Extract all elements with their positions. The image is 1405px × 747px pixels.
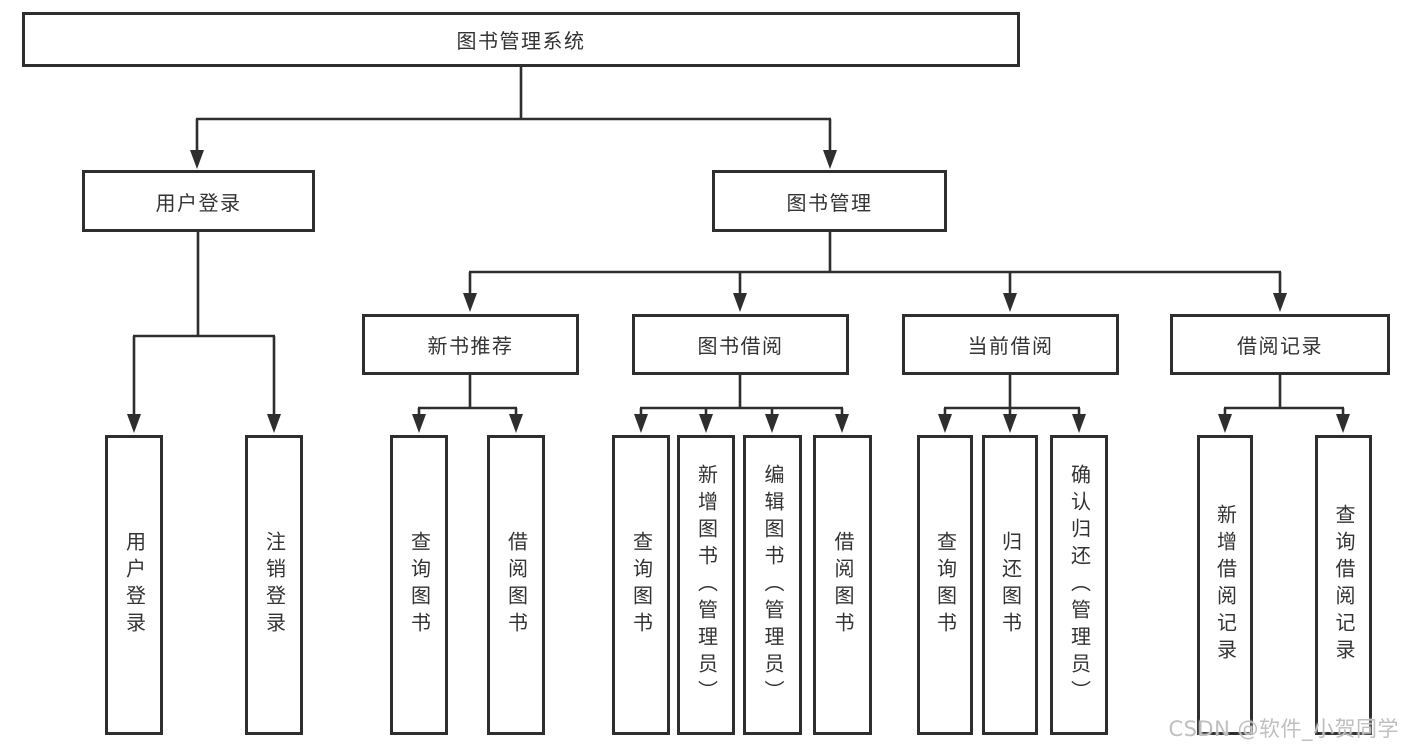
leaf-borrow-books-recommend: 借阅图书: [487, 435, 545, 735]
leaf-label: 新增借阅记录: [1213, 504, 1238, 666]
node-book-management: 图书管理: [712, 170, 947, 232]
leaf-label: 确认归还（管理员）: [1067, 463, 1092, 707]
node-user-login: 用户登录: [82, 170, 315, 232]
node-book-borrowing: 图书借阅: [632, 314, 849, 375]
node-borrowing-records: 借阅记录: [1170, 314, 1390, 375]
leaf-logout: 注销登录: [245, 435, 303, 735]
leaf-query-borrow-record: 查询借阅记录: [1315, 435, 1372, 735]
leaf-return-books: 归还图书: [982, 435, 1038, 735]
node-current-borrowing: 当前借阅: [902, 314, 1119, 375]
leaf-borrow-books: 借阅图书: [813, 435, 872, 735]
leaf-edit-books-admin: 编辑图书（管理员）: [743, 435, 802, 735]
leaf-label: 用户登录: [122, 531, 147, 639]
leaf-label: 查询借阅记录: [1332, 504, 1356, 666]
csdn-watermark: CSDN @软件_小贺同学: [1168, 717, 1399, 741]
leaf-add-borrow-record: 新增借阅记录: [1197, 435, 1253, 735]
leaf-confirm-return-admin: 确认归还（管理员）: [1050, 435, 1108, 735]
leaf-label: 查询图书: [933, 531, 958, 639]
arrowheads: [127, 150, 1350, 433]
leaf-query-books-recommend: 查询图书: [390, 435, 448, 735]
leaf-add-books-admin: 新增图书（管理员）: [677, 435, 735, 735]
leaf-query-books-borrowing: 查询图书: [612, 435, 670, 735]
leaf-label: 注销登录: [262, 531, 287, 639]
leaf-label: 归还图书: [998, 531, 1023, 639]
node-library-management-system: 图书管理系统: [22, 12, 1020, 67]
leaf-label: 新增图书（管理员）: [694, 463, 719, 707]
leaf-label: 查询图书: [407, 531, 432, 639]
leaf-label: 借阅图书: [504, 531, 529, 639]
node-new-book-recommend: 新书推荐: [362, 314, 579, 375]
leaf-user-login: 用户登录: [105, 435, 163, 735]
leaf-query-books-current: 查询图书: [917, 435, 973, 735]
leaf-label: 借阅图书: [831, 531, 855, 639]
leaf-label: 编辑图书（管理员）: [761, 463, 785, 707]
leaf-label: 查询图书: [629, 531, 654, 639]
